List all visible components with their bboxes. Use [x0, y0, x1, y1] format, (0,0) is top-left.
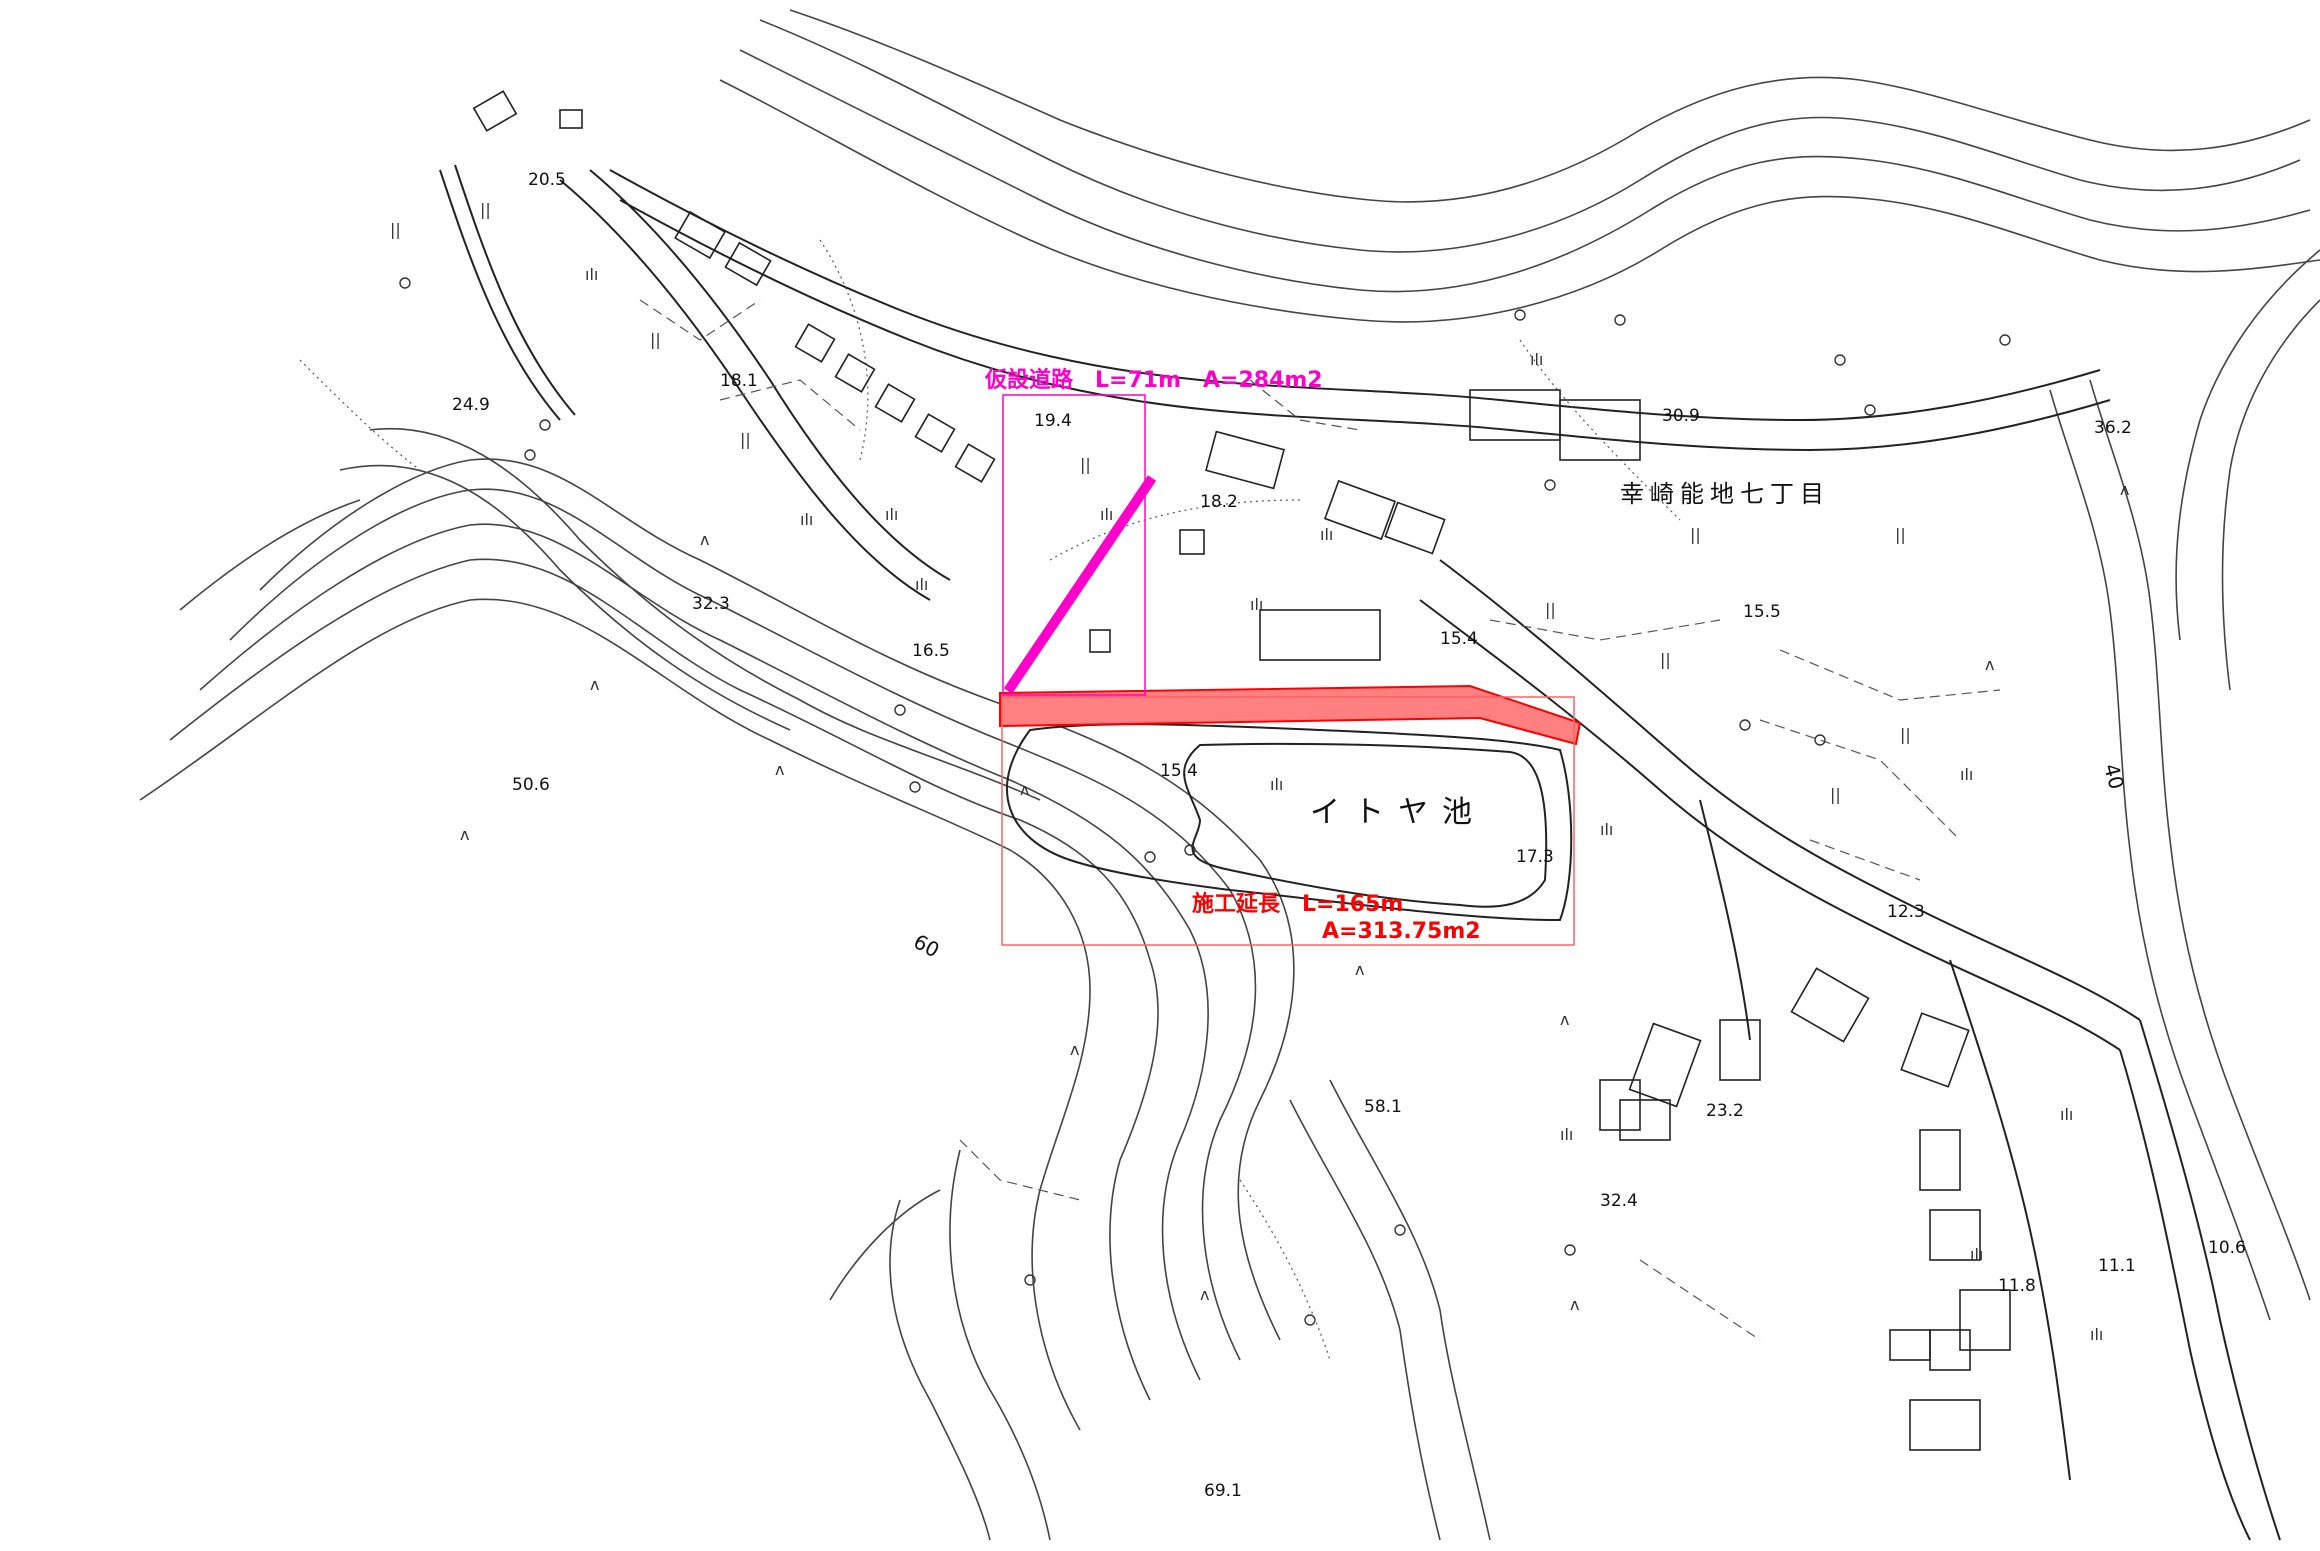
svg-text:ılı: ılı	[585, 265, 598, 284]
vegetation-symbols	[399, 277, 2011, 1326]
svg-text:||: ||	[1830, 785, 1841, 804]
roads	[439, 164, 2281, 1541]
svg-text:ılı: ılı	[1250, 595, 1263, 614]
temporary-road-frame	[1002, 394, 1146, 696]
svg-text:ılı: ılı	[1560, 1125, 1573, 1144]
svg-text:||: ||	[1080, 455, 1091, 474]
spot-elevation: 50.6	[512, 775, 550, 795]
construction-area	[999, 684, 1582, 946]
spot-elevation: 18.1	[720, 371, 758, 391]
svg-text:ʌ: ʌ	[700, 530, 709, 549]
place-name: 幸崎能地七丁目	[1620, 480, 1830, 508]
pond-water-edge	[1183, 742, 1548, 908]
buildings	[472, 90, 2011, 1451]
dotted-boundaries	[299, 239, 1681, 1361]
svg-text:||: ||	[480, 200, 491, 219]
spot-elevation: 15.5	[1743, 602, 1781, 622]
construction-fill	[999, 684, 1582, 746]
spot-elevation: 23.2	[1706, 1101, 1744, 1121]
svg-text:||: ||	[1895, 525, 1906, 544]
svg-text:ʌ: ʌ	[775, 760, 784, 779]
svg-text:ʌ: ʌ	[1200, 1285, 1209, 1304]
svg-text:ılı: ılı	[915, 575, 928, 594]
svg-text:ılı: ılı	[2090, 1325, 2103, 1344]
svg-text:ʌ: ʌ	[590, 675, 599, 694]
svg-text:ılı: ılı	[1970, 1245, 1983, 1264]
spot-elevation: 18.2	[1200, 492, 1238, 512]
svg-text:ʌ: ʌ	[1355, 960, 1364, 979]
temporary-road-line	[1003, 475, 1157, 694]
spot-elevation: 11.1	[2098, 1256, 2136, 1276]
svg-text:||: ||	[1900, 725, 1911, 744]
svg-text:ılı: ılı	[2060, 1105, 2073, 1124]
svg-text:||: ||	[740, 430, 751, 449]
svg-text:ʌ: ʌ	[460, 825, 469, 844]
svg-text:ılı: ılı	[885, 505, 898, 524]
spot-elevation: 24.9	[452, 395, 490, 415]
pond-bank-outer	[1005, 723, 1573, 922]
spot-elevation: 32.4	[1600, 1191, 1638, 1211]
contour-lines-north	[719, 9, 2320, 1321]
pond-label: イトヤ池	[1310, 795, 1486, 830]
construction-length-label: 施工延長 L=165m	[1192, 891, 1403, 917]
svg-text:ılı: ılı	[1270, 775, 1283, 794]
spot-elevation: 36.2	[2094, 418, 2132, 438]
svg-text:ılı: ılı	[1100, 505, 1113, 524]
spot-elevation: 69.1	[1204, 1481, 1242, 1501]
spot-elevation: 19.4	[1034, 411, 1072, 431]
temporary-road	[1002, 394, 1157, 696]
svg-text:ılı: ılı	[1530, 350, 1543, 369]
svg-text:ʌ: ʌ	[2120, 480, 2129, 499]
svg-text:ʌ: ʌ	[1985, 655, 1994, 674]
spot-elevation: 11.8	[1998, 1276, 2036, 1296]
map-symbols: || || ılı || || ılı ılı ılı || ılı ılı |…	[390, 200, 2129, 1344]
svg-text:ılı: ılı	[1600, 820, 1613, 839]
svg-text:ʌ: ʌ	[1020, 780, 1029, 799]
spot-elevation: 16.5	[912, 641, 950, 661]
contour-lines	[139, 428, 1491, 1541]
svg-text:||: ||	[650, 330, 661, 349]
svg-text:||: ||	[1545, 600, 1556, 619]
svg-text:ʌ: ʌ	[1570, 1295, 1579, 1314]
spot-elevation: 20.5	[528, 170, 566, 190]
spot-elevation: 12.3	[1887, 902, 1925, 922]
svg-text:||: ||	[390, 220, 401, 239]
spot-elevations: 20.5 24.9 18.1 19.4 18.2 32.3 16.5 50.6 …	[452, 170, 2246, 1501]
svg-text:ʌ: ʌ	[1070, 1040, 1079, 1059]
spot-elevation: 10.6	[2208, 1238, 2246, 1258]
spot-elevation: 32.3	[692, 594, 730, 614]
temporary-road-label: 仮設道路 L=71m A=284m2	[984, 367, 1323, 393]
construction-area-label: A=313.75m2	[1322, 919, 1481, 944]
spot-elevation: 17.3	[1516, 847, 1554, 867]
pond: イトヤ池	[1005, 723, 1573, 922]
svg-text:ılı: ılı	[800, 510, 813, 529]
spot-elevation: 30.9	[1662, 406, 1700, 426]
svg-text:||: ||	[1690, 525, 1701, 544]
svg-text:ılı: ılı	[1960, 765, 1973, 784]
svg-text:ılı: ılı	[1320, 525, 1333, 544]
svg-text:||: ||	[1660, 650, 1671, 669]
parcel-boundaries	[639, 299, 2001, 1341]
spot-elevation: 58.1	[1364, 1097, 1402, 1117]
construction-frame	[1001, 696, 1575, 946]
spot-elevation: 15.4	[1160, 761, 1198, 781]
spot-elevation: 15.4	[1440, 629, 1478, 649]
svg-text:ʌ: ʌ	[1560, 1010, 1569, 1029]
